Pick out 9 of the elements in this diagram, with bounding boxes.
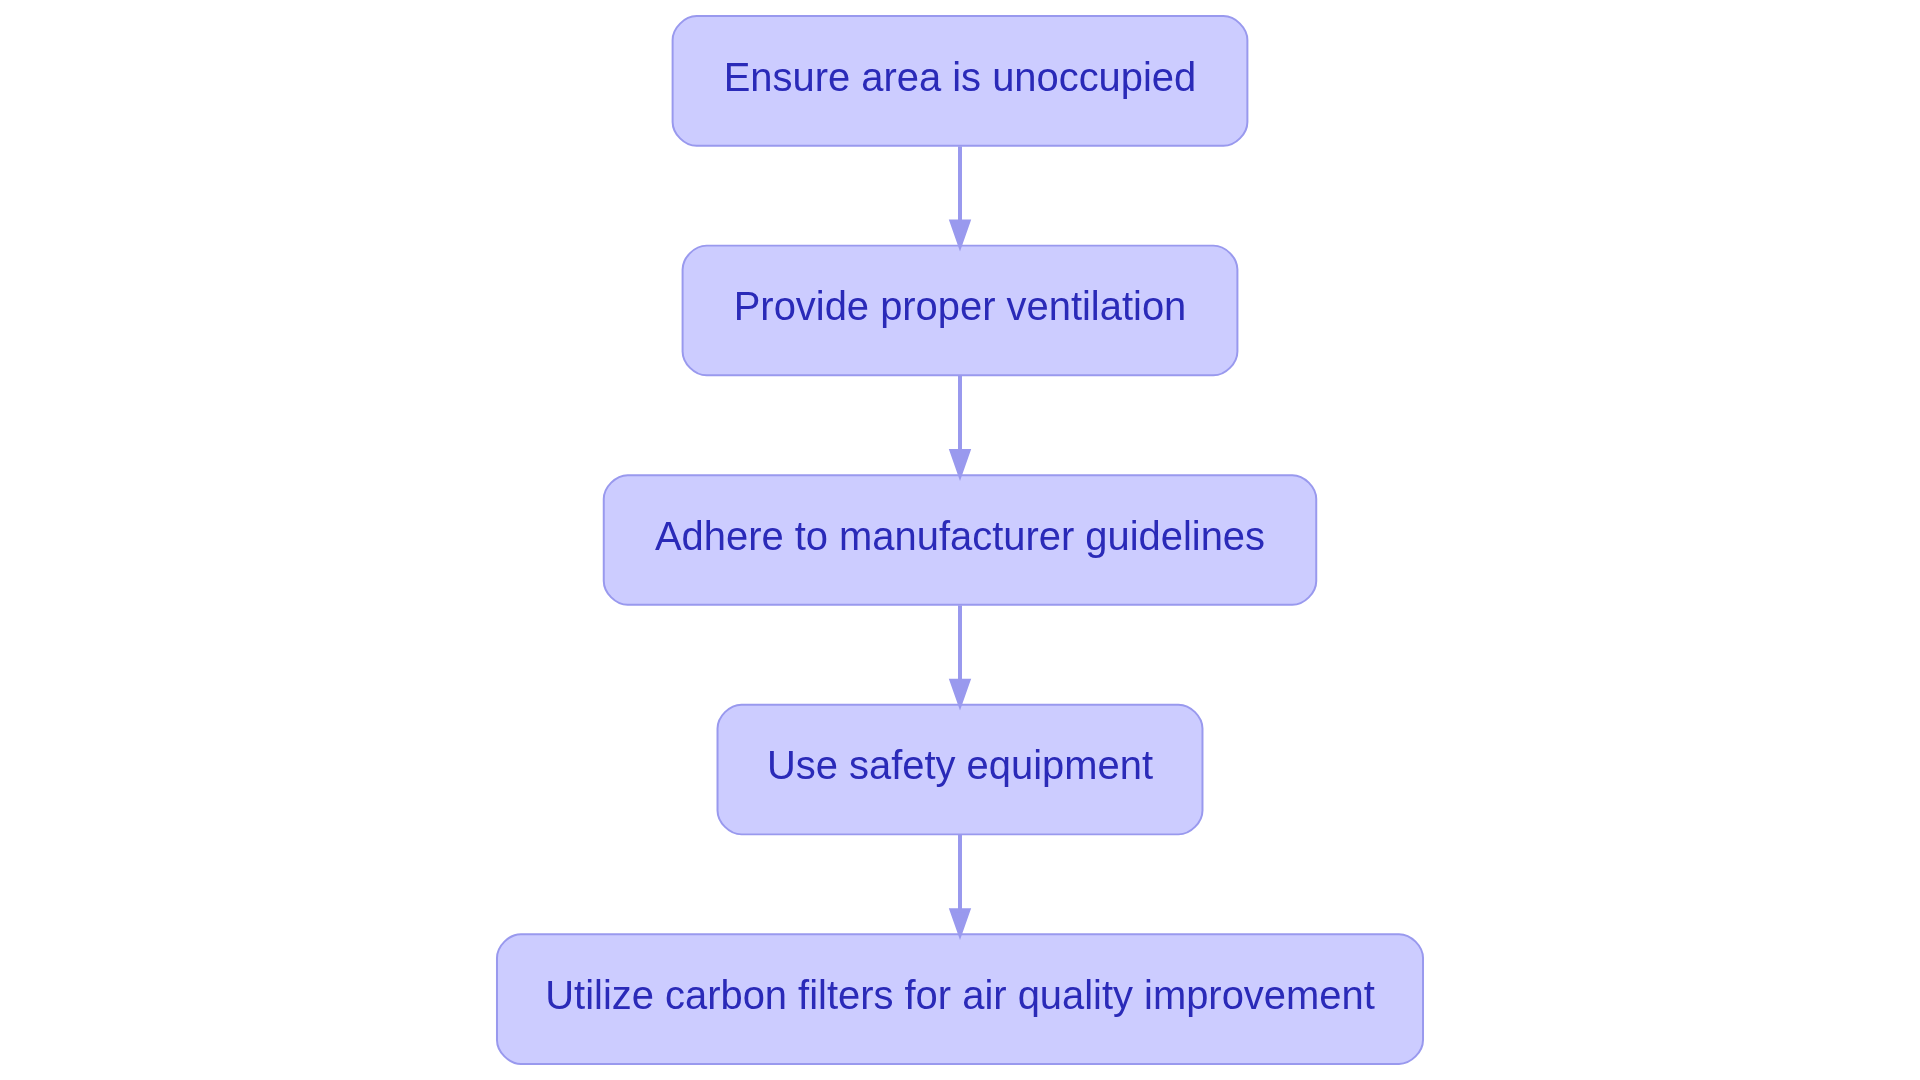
arrow [948,834,972,941]
node-box: Adhere to manufacturer guidelines [602,474,1318,606]
arrow [948,375,972,482]
arrow [948,146,972,252]
node-box: Utilize carbon filters for air quality improvement [496,933,1424,1065]
node-box: Use safety equipment [716,703,1204,836]
node-box: Provide proper ventilation [681,244,1239,377]
arrow [948,605,972,711]
node-box: Ensure area is unoccupied [671,15,1249,147]
